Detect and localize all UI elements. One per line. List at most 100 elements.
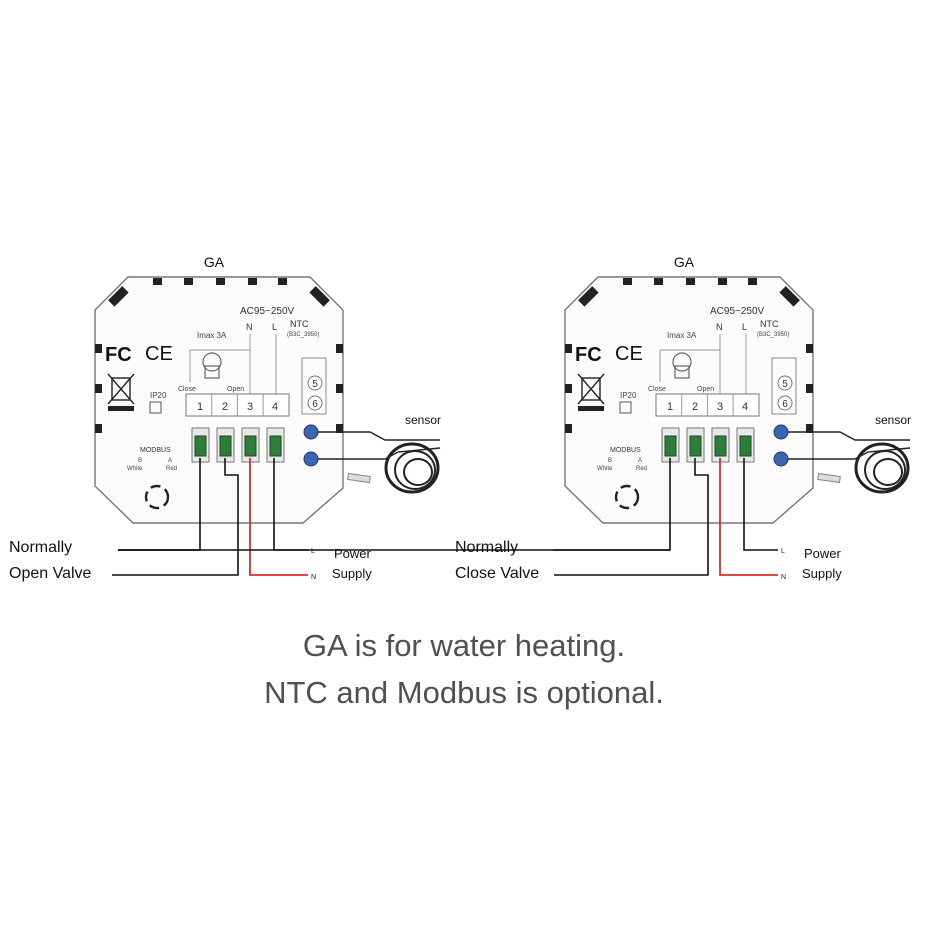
terminal-screw (269, 435, 282, 457)
sensor-coil (384, 442, 440, 494)
ntc-terminal-circle (777, 395, 793, 411)
terminal-screw (664, 435, 677, 457)
caption-line-1: GA is for water heating. (302, 628, 626, 663)
l-mark: L (742, 322, 747, 332)
ntc-terminal-circle (307, 395, 323, 411)
ce-mark: CE (145, 343, 173, 365)
vent-slot-right (336, 344, 343, 353)
valve-symbol-icon (202, 352, 222, 372)
vent-slot-right (806, 384, 813, 393)
modbus-a: A (638, 458, 642, 464)
vent-slot-top (718, 278, 727, 285)
terminal-screw (194, 435, 207, 457)
ntc-box (771, 357, 797, 415)
modbus-port-icon (144, 484, 170, 510)
terminal-number-3: 3 (717, 401, 723, 413)
sensor-coil (873, 458, 903, 486)
modbus-b: B (138, 458, 142, 464)
vent-slot-top (686, 278, 695, 285)
caption-line-2: NTC and Modbus is optional. (264, 675, 664, 710)
valve-label-1: Normally (9, 539, 72, 556)
terminal-number-1: 1 (197, 401, 203, 413)
n-wire-label: N (311, 574, 316, 581)
ntc-spec-label: (B3C_3950) (757, 332, 789, 338)
sensor-coil (394, 450, 436, 490)
sensor-screw (773, 451, 789, 467)
power-label-2: Supply (802, 566, 842, 581)
vent-slot-right (806, 344, 813, 353)
modbus-b: B (608, 458, 612, 464)
close-label: Close (178, 386, 196, 393)
live-wire (743, 458, 778, 551)
n-mark: N (246, 322, 253, 332)
vent-slot-left (95, 344, 102, 353)
sensor-coil (854, 442, 910, 494)
ce-mark: CE (615, 343, 643, 365)
open-label: Open (697, 386, 714, 393)
n-wire-label: N (781, 574, 786, 581)
imax-label: Imax 3A (197, 331, 227, 340)
vent-slot-top (153, 278, 162, 285)
neutral-wire (719, 458, 778, 576)
sensor-screw (773, 424, 789, 440)
sensor-coil (864, 450, 906, 490)
valve-wire-2 (112, 458, 239, 576)
ip-square (619, 401, 632, 414)
ntc-box (301, 357, 327, 415)
terminal-screw (219, 435, 232, 457)
terminal-number-1: 1 (667, 401, 673, 413)
n-mark: N (716, 322, 723, 332)
corner-slot (309, 286, 330, 307)
modbus-label: MODBUS (140, 447, 171, 454)
vent-slot-left (565, 344, 572, 353)
sensor-screw (303, 451, 319, 467)
valve-label-1: Normally (455, 539, 518, 556)
ntc-terminal-6: 6 (782, 399, 788, 410)
neutral-wire (249, 458, 308, 576)
vent-slot-top (184, 278, 193, 285)
modbus-red: Red (166, 466, 177, 472)
ntc-spec-label: (B3C_3950) (287, 332, 319, 338)
vent-slot-top (654, 278, 663, 285)
modbus-red: Red (636, 466, 647, 472)
vent-slot-right (336, 384, 343, 393)
ip-rating: IP20 (150, 391, 167, 400)
modbus-a: A (168, 458, 172, 464)
power-label-2: Supply (332, 566, 372, 581)
sensor-probe (347, 472, 371, 484)
terminal-number-2: 2 (222, 401, 228, 413)
sensor-probe (817, 472, 841, 484)
open-label: Open (227, 386, 244, 393)
terminal-screw (244, 435, 257, 457)
ntc-terminal-5: 5 (782, 379, 788, 390)
vent-slot-top (248, 278, 257, 285)
ntc-label: NTC (760, 319, 779, 329)
power-label-1: Power (804, 546, 842, 561)
diagram-title: GA (674, 254, 695, 270)
ntc-terminal-circle (307, 375, 323, 391)
fc-mark: FC (105, 344, 132, 366)
vent-slot-top (216, 278, 225, 285)
terminal-number-3: 3 (247, 401, 253, 413)
modbus-white: White (127, 466, 143, 472)
valve-wire-2 (554, 458, 709, 576)
vent-slot-top (278, 278, 287, 285)
sensor-screw (303, 424, 319, 440)
vent-slot-left (565, 424, 572, 433)
terminal-number-4: 4 (742, 401, 748, 413)
corner-slot (578, 286, 599, 307)
vent-slot-top (623, 278, 632, 285)
diagram-title: GA (204, 254, 225, 270)
fc-mark: FC (575, 344, 602, 366)
ntc-terminal-6: 6 (312, 399, 318, 410)
sensor-cable-1 (788, 431, 910, 441)
sensor-label: sensor (405, 413, 441, 427)
terminal-screw (689, 435, 702, 457)
modbus-white: White (597, 466, 613, 472)
vent-slot-right (336, 424, 343, 433)
vent-slot-top (748, 278, 757, 285)
modbus-port-icon (614, 484, 640, 510)
